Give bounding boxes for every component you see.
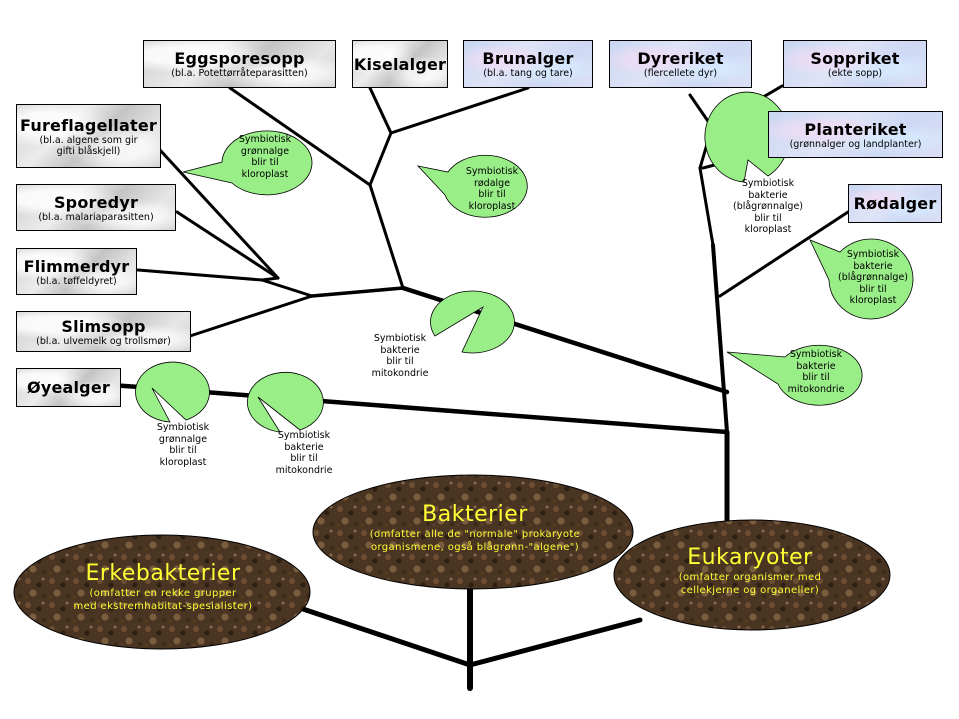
branch-slimsopp: [188, 294, 314, 338]
branch-alveolate-2: [260, 276, 280, 282]
callout-text-plant-blagronn: Symbiotisk bakterie (blågrønnalge) blir …: [732, 178, 804, 235]
group-title: Brunalger: [482, 49, 574, 68]
oval-erkebakterier: [13, 534, 311, 650]
branch-stramenopile: [368, 183, 405, 290]
branch-erkebakterier: [297, 605, 473, 668]
callout-text-oye-mito: Symbiotisk bakterie blir til mitokondrie: [275, 430, 333, 476]
group-title: Dyreriket: [637, 49, 724, 68]
branch-alveolate: [260, 278, 314, 298]
group-slimsopp: Slimsopp (bl.a. ulvemelk og trollsmør): [16, 311, 191, 352]
branch-brunalger: [389, 86, 530, 135]
branch-stramenopile-2: [368, 131, 393, 187]
group-title: Rødalger: [853, 194, 937, 213]
group-planteriket: Planteriket (grønnalger og landplanter): [768, 111, 943, 158]
callout-oye-gronnalge: [135, 361, 210, 423]
group-title: Eggsporesopp: [174, 49, 305, 68]
group-title: Fureflagellater: [20, 115, 157, 135]
group-rodalger: Rødalger: [848, 184, 942, 223]
branch-eggsporesopp: [228, 86, 372, 187]
callout-rod-blagronn: [809, 238, 914, 320]
domain-subtitle: (omfatter alle de "normale" prokaryote o…: [369, 529, 581, 553]
branch-stem-top: [698, 166, 715, 247]
group-subtitle: (bl.a. ulvemelk og trollsmør): [36, 335, 171, 347]
branch-sporedyr: [175, 210, 280, 280]
group-subtitle: (flercellete dyr): [643, 68, 718, 79]
domain-title: Bakterier: [422, 502, 528, 527]
group-brunalger: Brunalger (bl.a. tang og tare): [463, 40, 593, 88]
group-title: Soppriket: [810, 49, 900, 68]
domain-eukaryoter: Eukaryoter (omfatter organismer med cell…: [630, 545, 870, 597]
branch-chromalveolate: [310, 286, 405, 298]
group-flimmerdyr: Flimmerdyr (bl.a. tøffeldyret): [16, 248, 137, 295]
branch-flimmerdyr: [136, 268, 264, 282]
group-title: Flimmerdyr: [23, 256, 130, 276]
group-title: Slimsopp: [61, 316, 146, 336]
group-title: Planteriket: [804, 119, 907, 139]
domain-bakterier: Bakterier (omfatter alle de "normale" pr…: [330, 502, 620, 554]
branch-eukaryoter: [467, 617, 643, 668]
callout-text-right-mito: Symbiotisk bakterie blir til mitokondrie: [787, 349, 845, 395]
group-title: Sporedyr: [53, 192, 139, 212]
group-subtitle: (bl.a. algene som gir gifti blåskjell): [39, 134, 138, 157]
callout-fure-gronnalge: [182, 130, 313, 196]
branch-oyealger: [109, 382, 730, 435]
group-subtitle: (bl.a. tang og tare): [483, 68, 573, 79]
callout-oye-mito: [247, 371, 324, 433]
domain-title: Erkebakterier: [85, 561, 241, 586]
callout-text-fure-gronnalge: Symbiotisk grønnalge blir til kloroplast: [238, 134, 292, 180]
callout-text-rodalge: Symbiotisk rødalge blir til kloroplast: [465, 166, 519, 212]
group-subtitle: (bl.a. tøffeldyret): [36, 275, 117, 287]
branch-fureflagellater: [158, 148, 280, 280]
oval-bakterier: [312, 474, 634, 590]
callout-rodalge: [416, 154, 528, 218]
domain-title: Eukaryoter: [687, 545, 813, 570]
branch-kiselalger: [368, 86, 393, 135]
group-subtitle: (ekte sopp): [827, 68, 883, 79]
oval-eukaryoter: [613, 519, 891, 631]
group-soppriket: Soppriket (ekte sopp): [783, 40, 927, 88]
group-subtitle: (bl.a. malariaparasitten): [38, 211, 154, 223]
domain-subtitle: (omfatter organismer med cellekjerne og …: [678, 572, 822, 596]
group-subtitle: (bl.a. Potettørråteparasitten): [171, 68, 308, 79]
group-title: Kiselalger: [353, 54, 447, 74]
group-eggsporesopp: Eggsporesopp (bl.a. Potettørråteparasitt…: [143, 40, 336, 88]
group-sporedyr: Sporedyr (bl.a. malariaparasitten): [16, 184, 176, 231]
branch-rodalger: [718, 210, 850, 298]
callout-center-mito: [430, 290, 515, 354]
group-oyealger: Øyealger: [16, 368, 121, 407]
callout-right-mito: [726, 344, 863, 406]
callout-text-rod-blagronn: Symbiotisk bakterie (blågrønnalge) blir …: [837, 249, 909, 306]
group-dyreriket: Dyreriket (flercellete dyr): [609, 40, 752, 88]
group-subtitle: (grønnalger og landplanter): [789, 138, 922, 150]
group-title: Øyealger: [27, 378, 110, 397]
domain-subtitle: (omfatter en rekke grupper med ekstremha…: [73, 588, 253, 612]
callout-text-oye-gronnalge: Symbiotisk grønnalge blir til kloroplast: [156, 422, 210, 468]
callout-text-center-mito: Symbiotisk bakterie blir til mitokondrie: [371, 333, 429, 379]
group-fureflagellater: Fureflagellater (bl.a. algene som gir gi…: [16, 104, 161, 168]
domain-erkebakterier: Erkebakterier (omfatter en rekke grupper…: [28, 561, 298, 613]
group-kiselalger: Kiselalger: [352, 40, 448, 88]
branch-stem-upper: [711, 243, 729, 434]
